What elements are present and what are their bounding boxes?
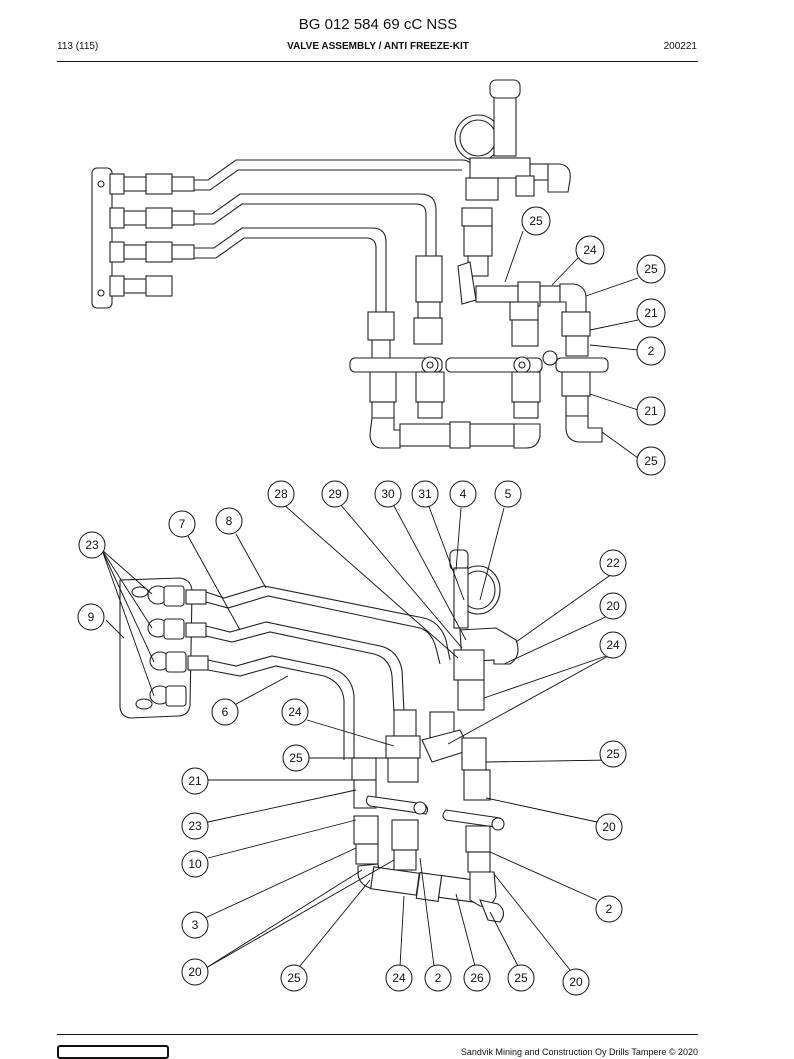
callout-25-d: 25	[507, 964, 535, 992]
svg-text:5: 5	[505, 487, 512, 501]
upper-callouts: 25 24 25 21 2 21 25	[504, 206, 666, 476]
callout-22: 22	[599, 549, 627, 577]
footer-copyright: Sandvik Mining and Construction Oy Drill…	[460, 1047, 698, 1057]
svg-text:6: 6	[222, 705, 229, 719]
callout-10: 10	[181, 850, 209, 878]
svg-text:24: 24	[583, 243, 597, 257]
section-title: VALVE ASSEMBLY / ANTI FREEZE-KIT	[287, 41, 469, 52]
svg-text:25: 25	[287, 971, 301, 985]
svg-text:26: 26	[470, 971, 484, 985]
callout-20-d: 20	[562, 968, 590, 996]
svg-text:30: 30	[381, 487, 395, 501]
callout-25-a: 25	[282, 744, 310, 772]
callout-2-b: 2	[424, 964, 452, 992]
page-number: 113 (115)	[57, 41, 99, 52]
callout-upper-21-b: 21	[636, 396, 666, 426]
callout-upper-25-b: 25	[636, 254, 666, 284]
callout-21: 21	[181, 767, 209, 795]
parts-drawing: 25 24 25 21 2 21 25	[77, 79, 666, 996]
svg-text:21: 21	[644, 306, 658, 320]
svg-text:2: 2	[435, 971, 442, 985]
callout-30: 30	[374, 480, 402, 508]
svg-text:3: 3	[192, 918, 199, 932]
callout-25-b: 25	[599, 740, 627, 768]
svg-text:31: 31	[418, 487, 432, 501]
svg-text:22: 22	[606, 556, 620, 570]
svg-text:28: 28	[274, 487, 288, 501]
company-logo	[57, 1045, 169, 1059]
callout-20-a: 20	[599, 592, 627, 620]
callout-23-a: 23	[78, 531, 106, 559]
callout-29: 29	[321, 480, 349, 508]
callout-24-b: 24	[281, 698, 309, 726]
svg-text:10: 10	[188, 857, 202, 871]
callout-upper-21-a: 21	[636, 298, 666, 328]
svg-text:8: 8	[226, 514, 233, 528]
document-title: BG 012 584 69 cC NSS	[298, 16, 458, 33]
svg-text:21: 21	[188, 774, 202, 788]
footer-rule	[57, 1034, 698, 1035]
svg-text:25: 25	[644, 262, 658, 276]
callout-4: 4	[449, 480, 477, 508]
callout-3: 3	[181, 911, 209, 939]
svg-text:20: 20	[569, 975, 583, 989]
svg-text:25: 25	[644, 454, 658, 468]
callout-8: 8	[215, 507, 243, 535]
callout-5: 5	[494, 480, 522, 508]
header-rule	[57, 61, 698, 62]
callout-upper-25-c: 25	[636, 446, 666, 476]
svg-text:7: 7	[179, 517, 186, 531]
callout-24-c: 24	[385, 964, 413, 992]
svg-text:20: 20	[602, 820, 616, 834]
callout-20-b: 20	[595, 813, 623, 841]
svg-text:2: 2	[606, 902, 613, 916]
svg-text:20: 20	[606, 599, 620, 613]
svg-text:25: 25	[289, 751, 303, 765]
callout-6: 6	[211, 698, 239, 726]
callout-upper-25-a: 25	[521, 206, 551, 236]
svg-text:23: 23	[188, 819, 202, 833]
lower-callouts: 28 29 30 31 4 5 8 7 23 22 9 20 24 6 24 2…	[77, 480, 627, 996]
svg-text:24: 24	[392, 971, 406, 985]
callout-9: 9	[77, 603, 105, 631]
document-date: 200221	[663, 41, 697, 52]
svg-text:2: 2	[648, 344, 655, 358]
svg-text:25: 25	[606, 747, 620, 761]
callout-26: 26	[463, 964, 491, 992]
callout-31: 31	[411, 480, 439, 508]
callout-2-a: 2	[595, 895, 623, 923]
svg-text:9: 9	[88, 610, 95, 624]
lower-leaders	[101, 503, 613, 971]
callout-23-b: 23	[181, 812, 209, 840]
svg-text:29: 29	[328, 487, 342, 501]
callout-upper-24: 24	[575, 235, 605, 265]
svg-text:25: 25	[514, 971, 528, 985]
callout-24-a: 24	[599, 631, 627, 659]
upper-assembly-drawing	[91, 79, 609, 449]
callout-28: 28	[267, 480, 295, 508]
svg-text:23: 23	[85, 538, 99, 552]
callout-25-c: 25	[280, 964, 308, 992]
callout-upper-2: 2	[636, 336, 666, 366]
svg-text:24: 24	[288, 705, 302, 719]
lower-assembly-drawing	[119, 549, 519, 923]
svg-text:4: 4	[460, 487, 467, 501]
svg-text:20: 20	[188, 965, 202, 979]
callout-7: 7	[168, 510, 196, 538]
callout-20-c: 20	[181, 958, 209, 986]
svg-text:21: 21	[644, 404, 658, 418]
svg-text:25: 25	[529, 214, 543, 228]
svg-text:24: 24	[606, 638, 620, 652]
